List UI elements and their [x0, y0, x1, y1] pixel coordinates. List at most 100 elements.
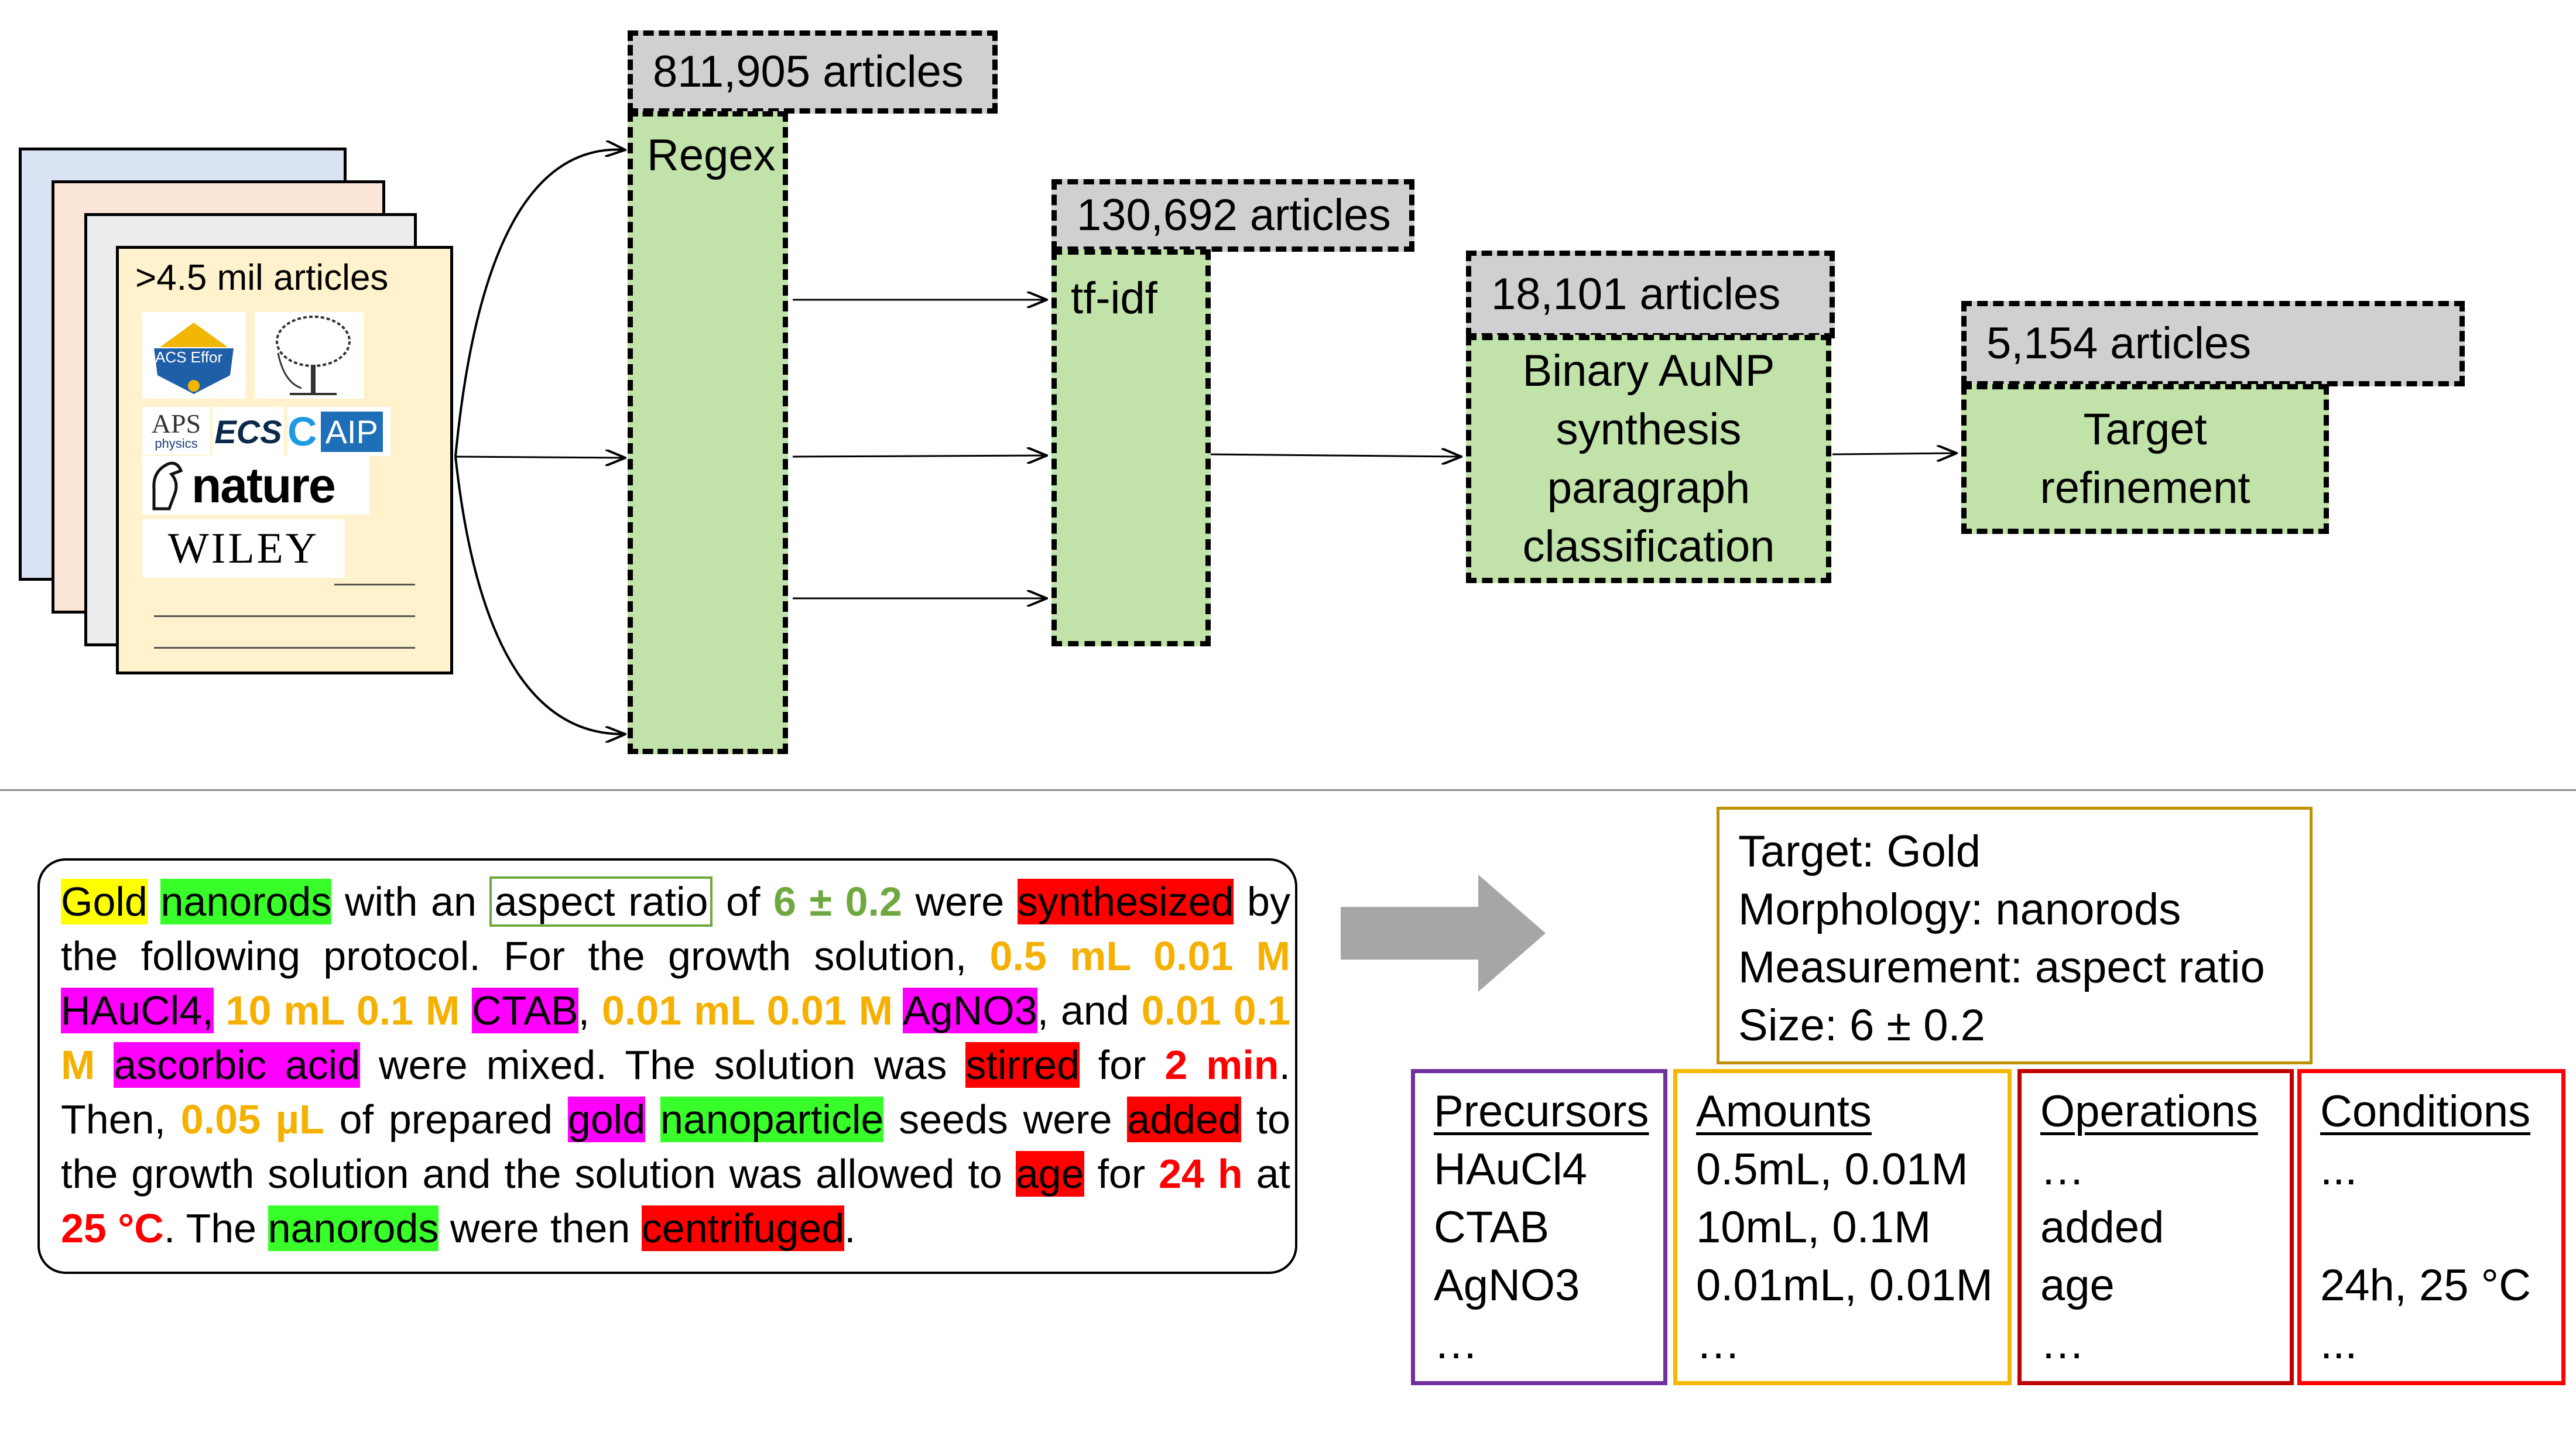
synthesis-paragraph-box: Gold nanorods with an aspect ratio of 6 … [37, 858, 1297, 1274]
aps-logo-text: APS [151, 409, 201, 439]
operation-highlight: stirred [965, 1042, 1080, 1088]
morphology-highlight: nanoparticle [660, 1097, 884, 1142]
conditions-item: 24h, 25 °C [2320, 1260, 2531, 1310]
tree-logo [255, 312, 364, 399]
text-run: of prepared [324, 1097, 568, 1142]
precursors-box: Precursors HAuCl4 CTAB AgNO3 … [1411, 1069, 1667, 1385]
summary-morphology: Morphology: nanorods [1738, 885, 2181, 934]
summary-size: Size: 6 ± 0.2 [1738, 1001, 1985, 1050]
arrow-tfidf-to-classification [1208, 454, 1461, 457]
amounts-item: … [1696, 1318, 1741, 1368]
text-run [214, 988, 226, 1033]
aip-logo-c: C [287, 409, 317, 454]
operations-header: Operations [2040, 1087, 2258, 1136]
text-rule-3 [154, 647, 415, 649]
aip-logo-text: AIP [320, 411, 383, 452]
text-run: , [578, 988, 602, 1033]
acs-logo-text: ACS Effor [155, 348, 223, 366]
text-run: , and [1037, 988, 1142, 1033]
text-run [148, 879, 161, 924]
extraction-arrow [1341, 875, 1546, 992]
summary-lines: Target: Gold Morphology: nanorods Measur… [1738, 823, 2265, 1054]
aip-logo: C AIP [287, 407, 390, 456]
wiley-logo: WILEY [142, 519, 345, 578]
stage4-label-line1: Target [2083, 405, 2207, 454]
text-run: seeds were [883, 1097, 1128, 1142]
stage2-tfidf-box: tf-idf [1051, 249, 1211, 646]
summary-box: Target: Gold Morphology: nanorods Measur… [1717, 807, 2313, 1064]
text-run: of [712, 879, 774, 924]
precursor-highlight: CTAB [472, 988, 578, 1033]
precursor-highlight: gold [567, 1097, 646, 1142]
text-run [893, 988, 903, 1033]
arrow-regex-to-tfidf-2 [792, 455, 1047, 457]
precursor-highlight: HAuCl4, [61, 988, 214, 1033]
measurement-outline: aspect ratio [489, 876, 713, 927]
conditions-item: ... [2320, 1145, 2358, 1194]
amount-value: 0.5 mL 0.01 M [989, 933, 1290, 979]
conditions-header: Conditions [2320, 1087, 2531, 1136]
stage3-label-line1: Binary AuNP [1522, 346, 1775, 396]
text-run [95, 1042, 114, 1088]
text-run: for [1079, 1042, 1165, 1088]
stage3-count-box: 18,101 articles [1466, 251, 1835, 338]
condition-value: 25 °C [61, 1205, 164, 1251]
extraction-arrow-shape [1341, 875, 1546, 992]
text-run: . The [163, 1205, 268, 1251]
text-run: were mixed. The solution was [360, 1042, 966, 1088]
amounts-item: 0.01mL, 0.01M [1696, 1260, 1993, 1310]
precursors-item: HAuCl4 [1434, 1145, 1587, 1194]
text-run [645, 1097, 660, 1142]
ecs-logo-text: ECS [214, 413, 282, 450]
stage1-regex-box: Regex [628, 111, 788, 754]
aps-logo-subtext: physics [155, 436, 198, 451]
precursors-content: Precursors HAuCl4 CTAB AgNO3 … [1434, 1083, 1649, 1372]
arrow-to-regex-bottom [454, 456, 625, 734]
amount-value: 0.01 mL 0.01 M [601, 988, 893, 1033]
stage1-count-box: 811,905 articles [628, 30, 998, 114]
amount-value: 10 mL 0.1 M [225, 988, 460, 1033]
conditions-item [2320, 1198, 2531, 1256]
operations-item: age [2040, 1260, 2115, 1310]
nature-logo-text: nature [191, 457, 336, 513]
text-run: . [844, 1205, 856, 1251]
text-run: with an [331, 879, 490, 924]
precursor-highlight: ascorbic acid [114, 1042, 361, 1088]
operations-content: Operations … added age … [2040, 1083, 2258, 1372]
condition-value: 24 h [1159, 1151, 1243, 1197]
operations-item: added [2040, 1203, 2164, 1252]
morphology-highlight: nanorods [160, 879, 332, 924]
morphology-highlight: nanorods [268, 1205, 439, 1251]
stage2-label: tf-idf [1071, 273, 1157, 323]
page-front: >4.5 mil articles ACS Effor [116, 246, 453, 674]
operations-box: Operations … added age … [2017, 1069, 2294, 1385]
acs-logo: ACS Effor [142, 312, 245, 399]
text-rule-2 [154, 615, 415, 617]
stage3-label-line4: classification [1522, 522, 1775, 571]
stage3-classification-box: Binary AuNP synthesis paragraph classifi… [1466, 335, 1831, 583]
horse-icon [152, 461, 183, 511]
stage1-label: Regex [647, 131, 776, 180]
operation-highlight: centrifuged [641, 1205, 845, 1251]
amounts-header: Amounts [1696, 1087, 1872, 1136]
stage3-label-line3: paragraph [1547, 463, 1751, 513]
aps-logo: APS physics [142, 407, 210, 455]
text-run: at [1242, 1151, 1291, 1197]
summary-measurement: Measurement: aspect ratio [1738, 943, 2265, 992]
stage4-count-box: 5,154 articles [1961, 301, 2465, 386]
operation-highlight: age [1015, 1151, 1084, 1197]
text-rule-1 [334, 584, 415, 585]
arrow-to-regex-top [454, 150, 625, 457]
conditions-item: ... [2320, 1318, 2358, 1368]
operations-item: … [2040, 1145, 2085, 1194]
summary-target: Target: Gold [1738, 827, 1981, 876]
arrow-classification-to-refinement [1832, 453, 1957, 454]
text-run: were then [439, 1205, 642, 1251]
conditions-content: Conditions ... 24h, 25 °C ... [2320, 1083, 2531, 1372]
pipeline-connectors [454, 0, 2576, 779]
operation-highlight: synthesized [1017, 879, 1234, 924]
precursors-item: … [1434, 1318, 1478, 1368]
text-run: for [1084, 1151, 1159, 1197]
amounts-box: Amounts 0.5mL, 0.01M 10mL, 0.1M 0.01mL, … [1673, 1069, 2012, 1385]
text-run [460, 988, 472, 1033]
